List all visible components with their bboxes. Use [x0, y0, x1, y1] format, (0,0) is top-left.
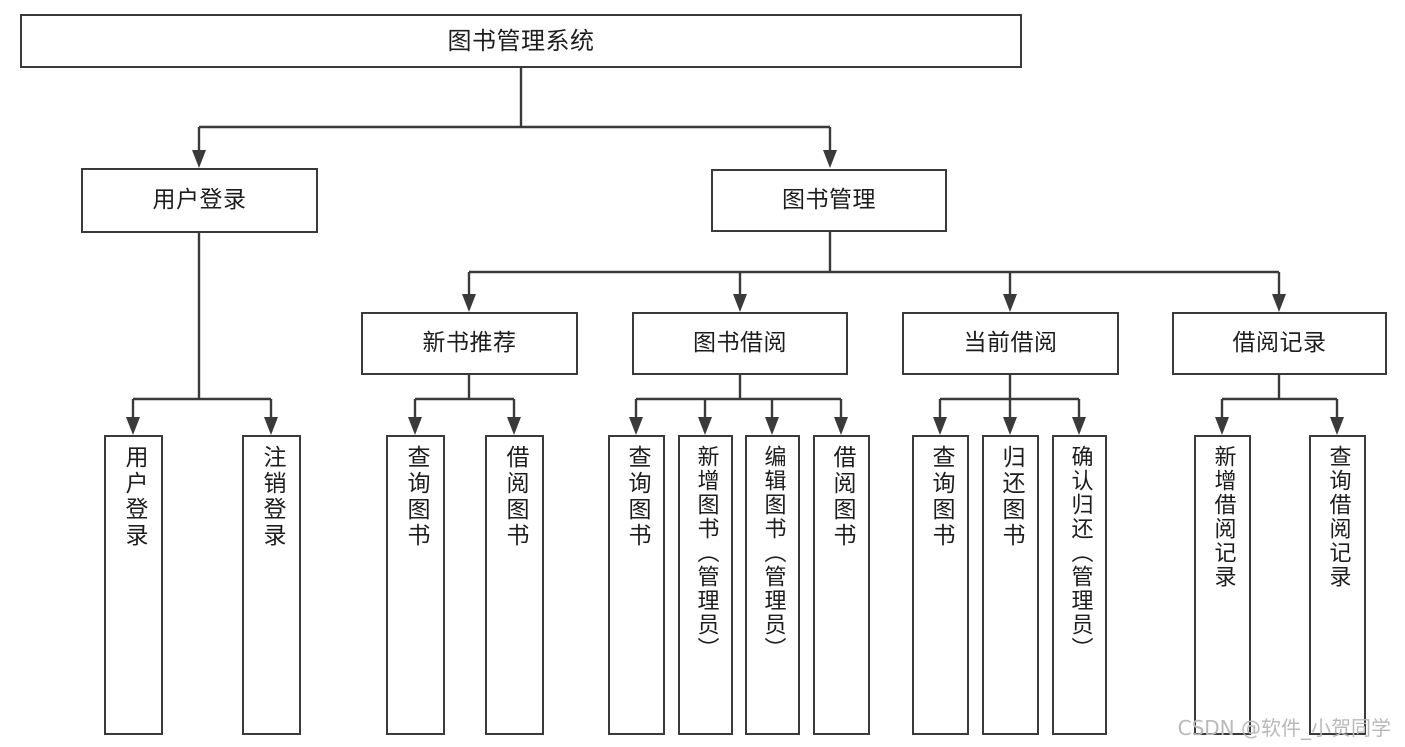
node-label: 查询图书 [403, 445, 429, 549]
node-label: 编辑图书（管理员） [760, 445, 786, 661]
leaf-return-book[interactable]: 归还图书 [982, 435, 1039, 735]
node-label: 图书管理系统 [447, 26, 595, 55]
leaf-query-book-borrow[interactable]: 查询图书 [608, 435, 665, 735]
csdn-watermark: CSDN @软件_小贺同学 [1177, 716, 1391, 740]
leaf-query-book-current[interactable]: 查询图书 [912, 435, 969, 735]
leaf-query-borrow-record[interactable]: 查询借阅记录 [1309, 435, 1366, 735]
node-new-book-recommendation[interactable]: 新书推荐 [361, 312, 578, 375]
node-label: 确认归还（管理员） [1067, 445, 1093, 661]
node-label: 图书借阅 [693, 329, 787, 356]
node-root-system[interactable]: 图书管理系统 [20, 14, 1022, 68]
leaf-edit-book[interactable]: 编辑图书（管理员） [745, 435, 800, 735]
leaf-add-borrow-record[interactable]: 新增借阅记录 [1194, 435, 1251, 735]
node-borrow-record[interactable]: 借阅记录 [1172, 312, 1387, 375]
leaf-borrow-book-recommendation[interactable]: 借阅图书 [485, 435, 544, 735]
leaf-confirm-return[interactable]: 确认归还（管理员） [1052, 435, 1107, 735]
leaf-add-book[interactable]: 新增图书（管理员） [678, 435, 733, 735]
leaf-query-book-recommendation[interactable]: 查询图书 [386, 435, 445, 735]
node-current-borrow[interactable]: 当前借阅 [902, 312, 1119, 375]
leaf-logout[interactable]: 注销登录 [242, 435, 301, 735]
node-label: 用户登录 [152, 186, 247, 213]
node-label: 查询图书 [928, 445, 954, 549]
node-label: 查询图书 [624, 445, 650, 549]
node-label: 当前借阅 [963, 329, 1058, 356]
node-label: 新增借阅记录 [1210, 445, 1236, 589]
node-label: 新书推荐 [422, 329, 517, 356]
node-book-manage[interactable]: 图书管理 [711, 169, 947, 232]
node-label: 借阅记录 [1232, 329, 1327, 356]
node-label: 借阅图书 [829, 445, 855, 549]
leaf-user-login[interactable]: 用户登录 [104, 435, 163, 735]
node-book-borrow[interactable]: 图书借阅 [632, 312, 848, 375]
node-user-login[interactable]: 用户登录 [81, 168, 318, 233]
node-label: 用户登录 [121, 445, 147, 549]
node-label: 归还图书 [998, 445, 1024, 549]
node-label: 借阅图书 [502, 445, 528, 549]
node-label: 新增图书（管理员） [693, 445, 719, 661]
node-label: 注销登录 [259, 445, 285, 549]
node-label: 图书管理 [782, 186, 876, 213]
node-label: 查询借阅记录 [1325, 445, 1351, 589]
leaf-borrow-book[interactable]: 借阅图书 [813, 435, 870, 735]
